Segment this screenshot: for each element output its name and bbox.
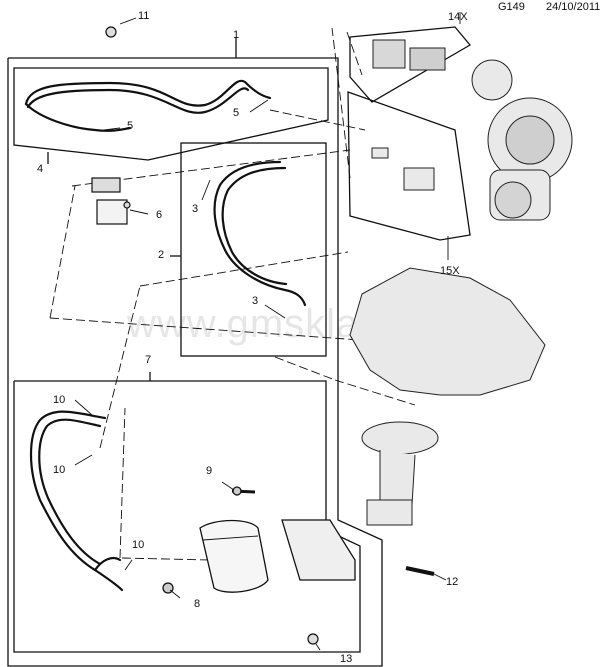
callout-5b: 5 bbox=[127, 120, 134, 132]
callout-2: 2 bbox=[158, 249, 165, 261]
callout-14x: 14X bbox=[448, 11, 468, 23]
callout-15x: 15X bbox=[440, 265, 460, 277]
frame-4 bbox=[13, 67, 329, 161]
frame-7 bbox=[13, 380, 361, 653]
callout-4: 4 bbox=[37, 163, 44, 175]
callout-8: 8 bbox=[194, 598, 201, 610]
callout-7: 7 bbox=[145, 354, 152, 366]
callout-3b: 3 bbox=[252, 295, 259, 307]
callout-3a: 3 bbox=[192, 203, 199, 215]
frame-14 bbox=[349, 26, 471, 103]
callout-11: 11 bbox=[138, 10, 150, 22]
diagram-date: 24/10/2011 bbox=[546, 1, 600, 13]
callout-10b: 10 bbox=[53, 464, 66, 476]
callout-1: 1 bbox=[233, 29, 240, 41]
callout-9: 9 bbox=[206, 465, 213, 477]
frame-2 bbox=[180, 142, 327, 357]
diagram-code: G149 bbox=[498, 1, 525, 13]
callout-13: 13 bbox=[340, 653, 353, 665]
callout-10c: 10 bbox=[132, 539, 145, 551]
frame-1 bbox=[7, 57, 383, 667]
callout-10a: 10 bbox=[53, 394, 66, 406]
callout-12: 12 bbox=[446, 576, 459, 588]
callout-5a: 5 bbox=[233, 107, 240, 119]
frame-15 bbox=[347, 91, 471, 241]
callout-6: 6 bbox=[156, 209, 163, 221]
